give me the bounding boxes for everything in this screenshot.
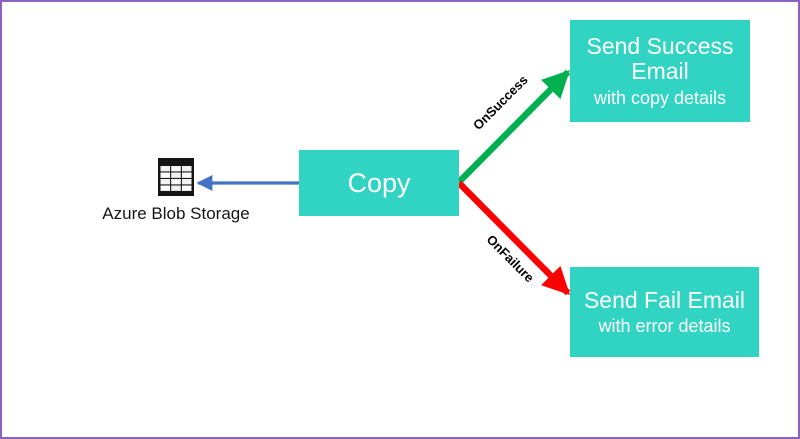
table-grid-icon	[158, 158, 194, 196]
node-send-success-email-subtitle: with copy details	[593, 88, 727, 109]
node-azure-blob-storage-label: Azure Blob Storage	[102, 204, 250, 223]
node-send-fail-email-title: Send Fail Email	[583, 286, 746, 313]
node-send-success-email-title: Send Success Email	[586, 32, 734, 85]
node-send-fail-email[interactable]: Send Fail Email with error details	[570, 267, 759, 357]
node-azure-blob-storage[interactable]: Azure Blob Storage	[90, 157, 262, 224]
node-copy-label: Copy	[347, 167, 411, 198]
edge-on-success	[456, 69, 571, 185]
edge-on-failure	[456, 180, 571, 296]
node-send-success-email[interactable]: Send Success Email with copy details	[570, 20, 750, 122]
node-send-fail-email-subtitle: with error details	[598, 316, 731, 337]
node-copy[interactable]: Copy	[299, 150, 459, 216]
